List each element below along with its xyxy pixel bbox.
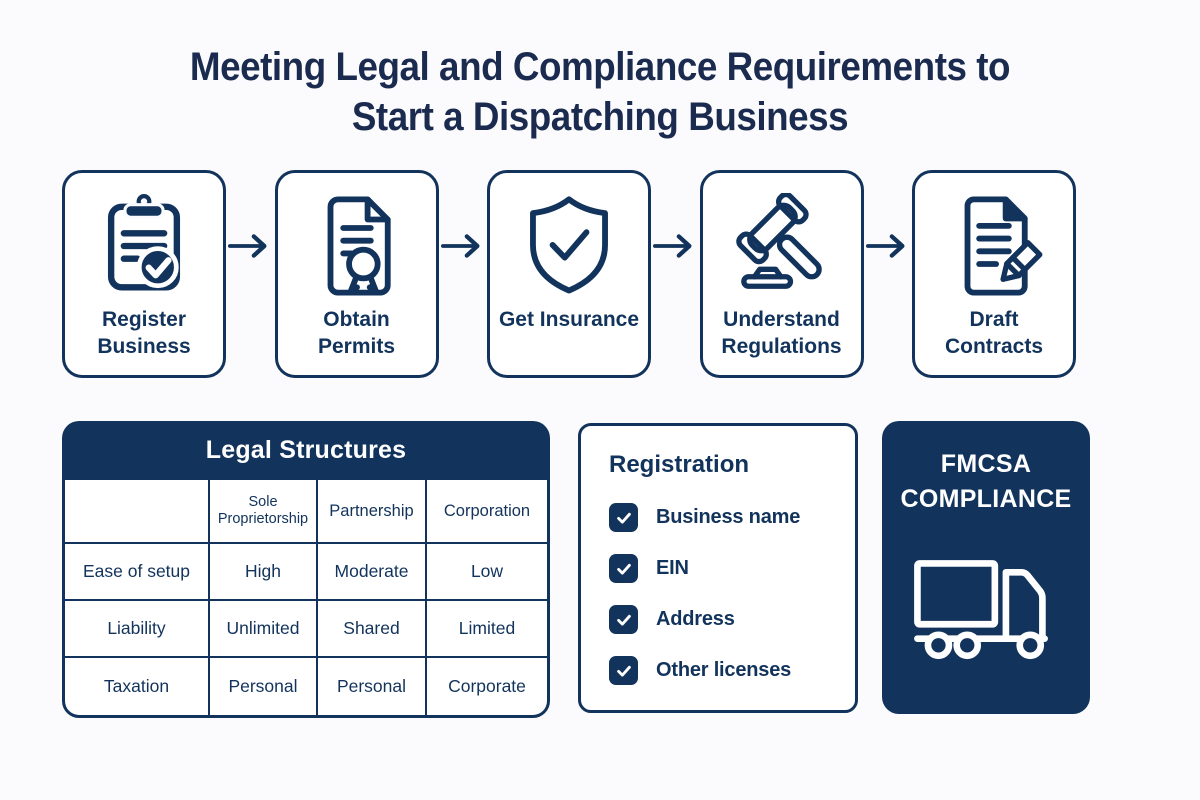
checklist-item-other-licenses: Other licenses [609,656,855,685]
checklist-item-ein: EIN [609,554,855,583]
column-header-blank [65,480,210,544]
gavel-icon [729,193,835,299]
checked-checkbox-icon [609,554,638,583]
step-register-business: Register Business [62,170,226,378]
fmcsa-title-line-1: FMCSA [940,450,1032,478]
right-arrow-icon [440,231,485,261]
step-label: Get Insurance [498,308,640,331]
checklist-item-label: Other licenses [656,659,792,681]
step-get-insurance: Get Insurance [487,170,651,378]
truck-icon [913,559,1059,666]
step-draft-contracts: Draft Contracts [912,170,1076,378]
table-cell: Shared [318,601,427,658]
table-cell: Personal [318,658,427,715]
table-cell: Personal [210,658,318,715]
step-obtain-permits: Obtain Permits [274,170,439,378]
column-header-corporation: Corporation [427,480,547,544]
right-arrow-icon [865,231,910,261]
column-header-sole-proprietorship: Sole Proprietorship [210,480,318,544]
registration-title: Registration [609,451,750,478]
step-label: Obtain Permits [317,308,396,358]
row-header-liability: Liability [65,601,210,658]
checked-checkbox-icon [609,503,638,532]
fmcsa-title: FMCSA COMPLIANCE [900,447,1071,517]
column-header-partnership: Partnership [318,480,427,544]
checklist-item-address: Address [609,605,855,634]
checklist-item-business-name: Business name [609,503,855,532]
table-cell: Corporate [448,676,526,697]
checklist-item-label: Business name [656,506,801,528]
step-label: Draft Contracts [944,308,1044,358]
fmcsa-title-line-2: COMPLIANCE [900,485,1072,513]
table-cell: Moderate [318,544,427,601]
shield-check-icon [516,193,622,299]
row-header-taxation: Taxation [65,658,210,715]
table-cell: Unlimited [210,601,318,658]
step-understand-regulations: Understand Regulations [699,170,864,378]
checklist-item-label: EIN [656,557,689,579]
checklist-item-label: Address [656,608,735,630]
table-title: Legal Structures [62,421,550,480]
right-arrow-icon [228,231,272,261]
document-pen-icon [941,193,1047,299]
page-title-line-2: Start a Dispatching Business [351,95,849,140]
row-header-ease-of-setup: Ease of setup [65,544,210,601]
fmcsa-compliance-card: FMCSA COMPLIANCE [882,421,1090,714]
checked-checkbox-icon [609,656,638,685]
page-title-line-1: Meeting Legal and Compliance Requirement… [189,45,1011,89]
checked-checkbox-icon [609,605,638,634]
table-cell: Low [427,544,547,601]
step-label: Register Business [97,308,191,358]
table-cell: Limited [427,601,547,658]
clipboard-check-icon [91,193,197,299]
table-cell: High [210,544,318,601]
legal-structures-table: Legal Structures Sole Proprietorship Par… [62,421,550,718]
page-title: Meeting Legal and Compliance Requirement… [48,42,1152,143]
process-flow: Register Business Obtain Permits [62,170,1076,378]
registration-card: Registration Business name EIN Address O… [578,423,858,713]
right-arrow-icon [653,231,697,261]
table-grid: Sole Proprietorship Partnership Corporat… [62,480,550,718]
step-label: Understand Regulations [721,308,842,358]
certificate-icon [304,193,410,299]
